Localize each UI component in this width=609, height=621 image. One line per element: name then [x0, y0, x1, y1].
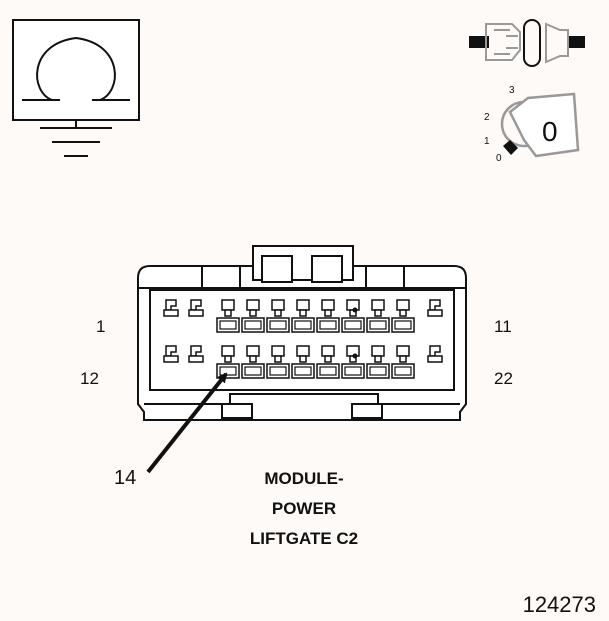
pin-cavity: [391, 345, 415, 379]
pin-cavity: [216, 299, 240, 333]
title-line-1: MODULE-: [264, 469, 343, 488]
figure-id: 124273: [523, 592, 596, 617]
callout-arrow: [146, 372, 228, 474]
pin-cavity: [241, 345, 265, 379]
key-glyph: 0: [542, 116, 558, 147]
pin-cavity: [266, 345, 290, 379]
pin-label-12: 12: [80, 369, 99, 388]
key-position-3: 3: [509, 85, 515, 96]
latch-feature: [427, 299, 443, 317]
pin-label-11: 11: [494, 317, 512, 336]
latch-feature: [163, 299, 179, 317]
pin-cavity: [241, 299, 265, 333]
pin-cavity: [291, 345, 315, 379]
latch-feature: [427, 345, 443, 363]
title-line-2: POWER: [272, 499, 336, 518]
latch-feature: [163, 345, 179, 363]
connector-disconnect-icon: [469, 19, 585, 67]
pin-cavity: [291, 299, 315, 333]
connector-face: [137, 245, 467, 421]
connector-title: MODULE- POWER LIFTGATE C2: [250, 469, 358, 548]
key-position-0: 0: [496, 153, 502, 164]
title-line-3: LIFTGATE C2: [250, 529, 358, 548]
key-position-2: 2: [484, 112, 490, 123]
pin-cavity: [391, 299, 415, 333]
pin-cavity: [316, 299, 340, 333]
connector-pins: [163, 299, 443, 379]
pin-cavity: [341, 299, 365, 333]
pin-cavity: [366, 299, 390, 333]
latch-feature: [188, 299, 204, 317]
pin-label-22: 22: [494, 369, 513, 388]
ohm-meter-ground-icon: [12, 19, 140, 157]
pin-cavity: [316, 345, 340, 379]
callout-label-14: 14: [114, 467, 136, 489]
pin-cavity: [366, 345, 390, 379]
pin-label-1: 1: [96, 317, 105, 336]
ignition-key-icon: 3 2 1 0 0: [484, 85, 580, 164]
key-position-1: 1: [484, 136, 490, 147]
pin-cavity: [266, 299, 290, 333]
latch-feature: [188, 345, 204, 363]
pin-cavity: [341, 345, 365, 379]
